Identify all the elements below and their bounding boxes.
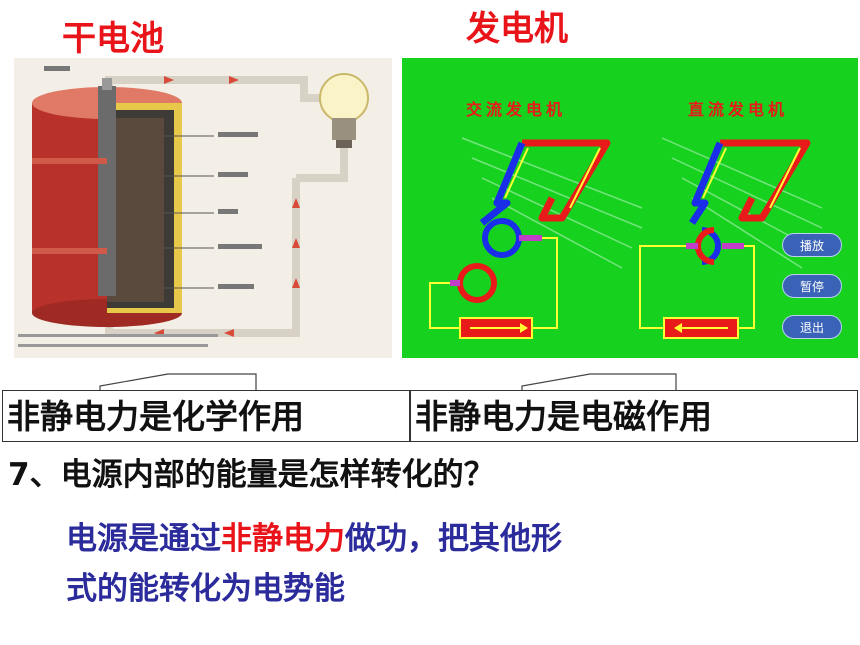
dry-cell-diagram <box>18 66 369 347</box>
electromagnetic-action-callout: 非静电力是电磁作用 <box>410 390 858 442</box>
answer-part-2: 做功，把其他形 <box>345 521 562 557</box>
generator-animation-panel: 交流发电机 直流发电机 <box>402 58 858 358</box>
question-text: 7、电源内部的能量是怎样转化的？ <box>8 457 495 493</box>
chemical-action-callout: 非静电力是化学作用 <box>2 390 410 442</box>
play-button[interactable]: 播放 <box>782 233 842 257</box>
dry-cell-illustration <box>14 58 392 358</box>
dry-cell-title: 干电池 <box>62 19 164 59</box>
answer-part-1: 电源是通过 <box>66 521 221 557</box>
answer-line-1: 电源是通过非静电力做功，把其他形 <box>66 524 562 555</box>
callout-pointers <box>99 373 677 392</box>
generator-diagram <box>429 137 823 339</box>
exit-button[interactable]: 退出 <box>782 315 842 339</box>
generator-title: 发电机 <box>466 9 568 49</box>
answer-line-2: 式的能转化为电势能 <box>66 571 345 607</box>
ac-generator-label: 交流发电机 <box>466 100 567 119</box>
answer-highlight: 非静电力 <box>221 521 345 557</box>
pause-button[interactable]: 暂停 <box>782 274 842 298</box>
dc-generator-label: 直流发电机 <box>688 100 789 119</box>
